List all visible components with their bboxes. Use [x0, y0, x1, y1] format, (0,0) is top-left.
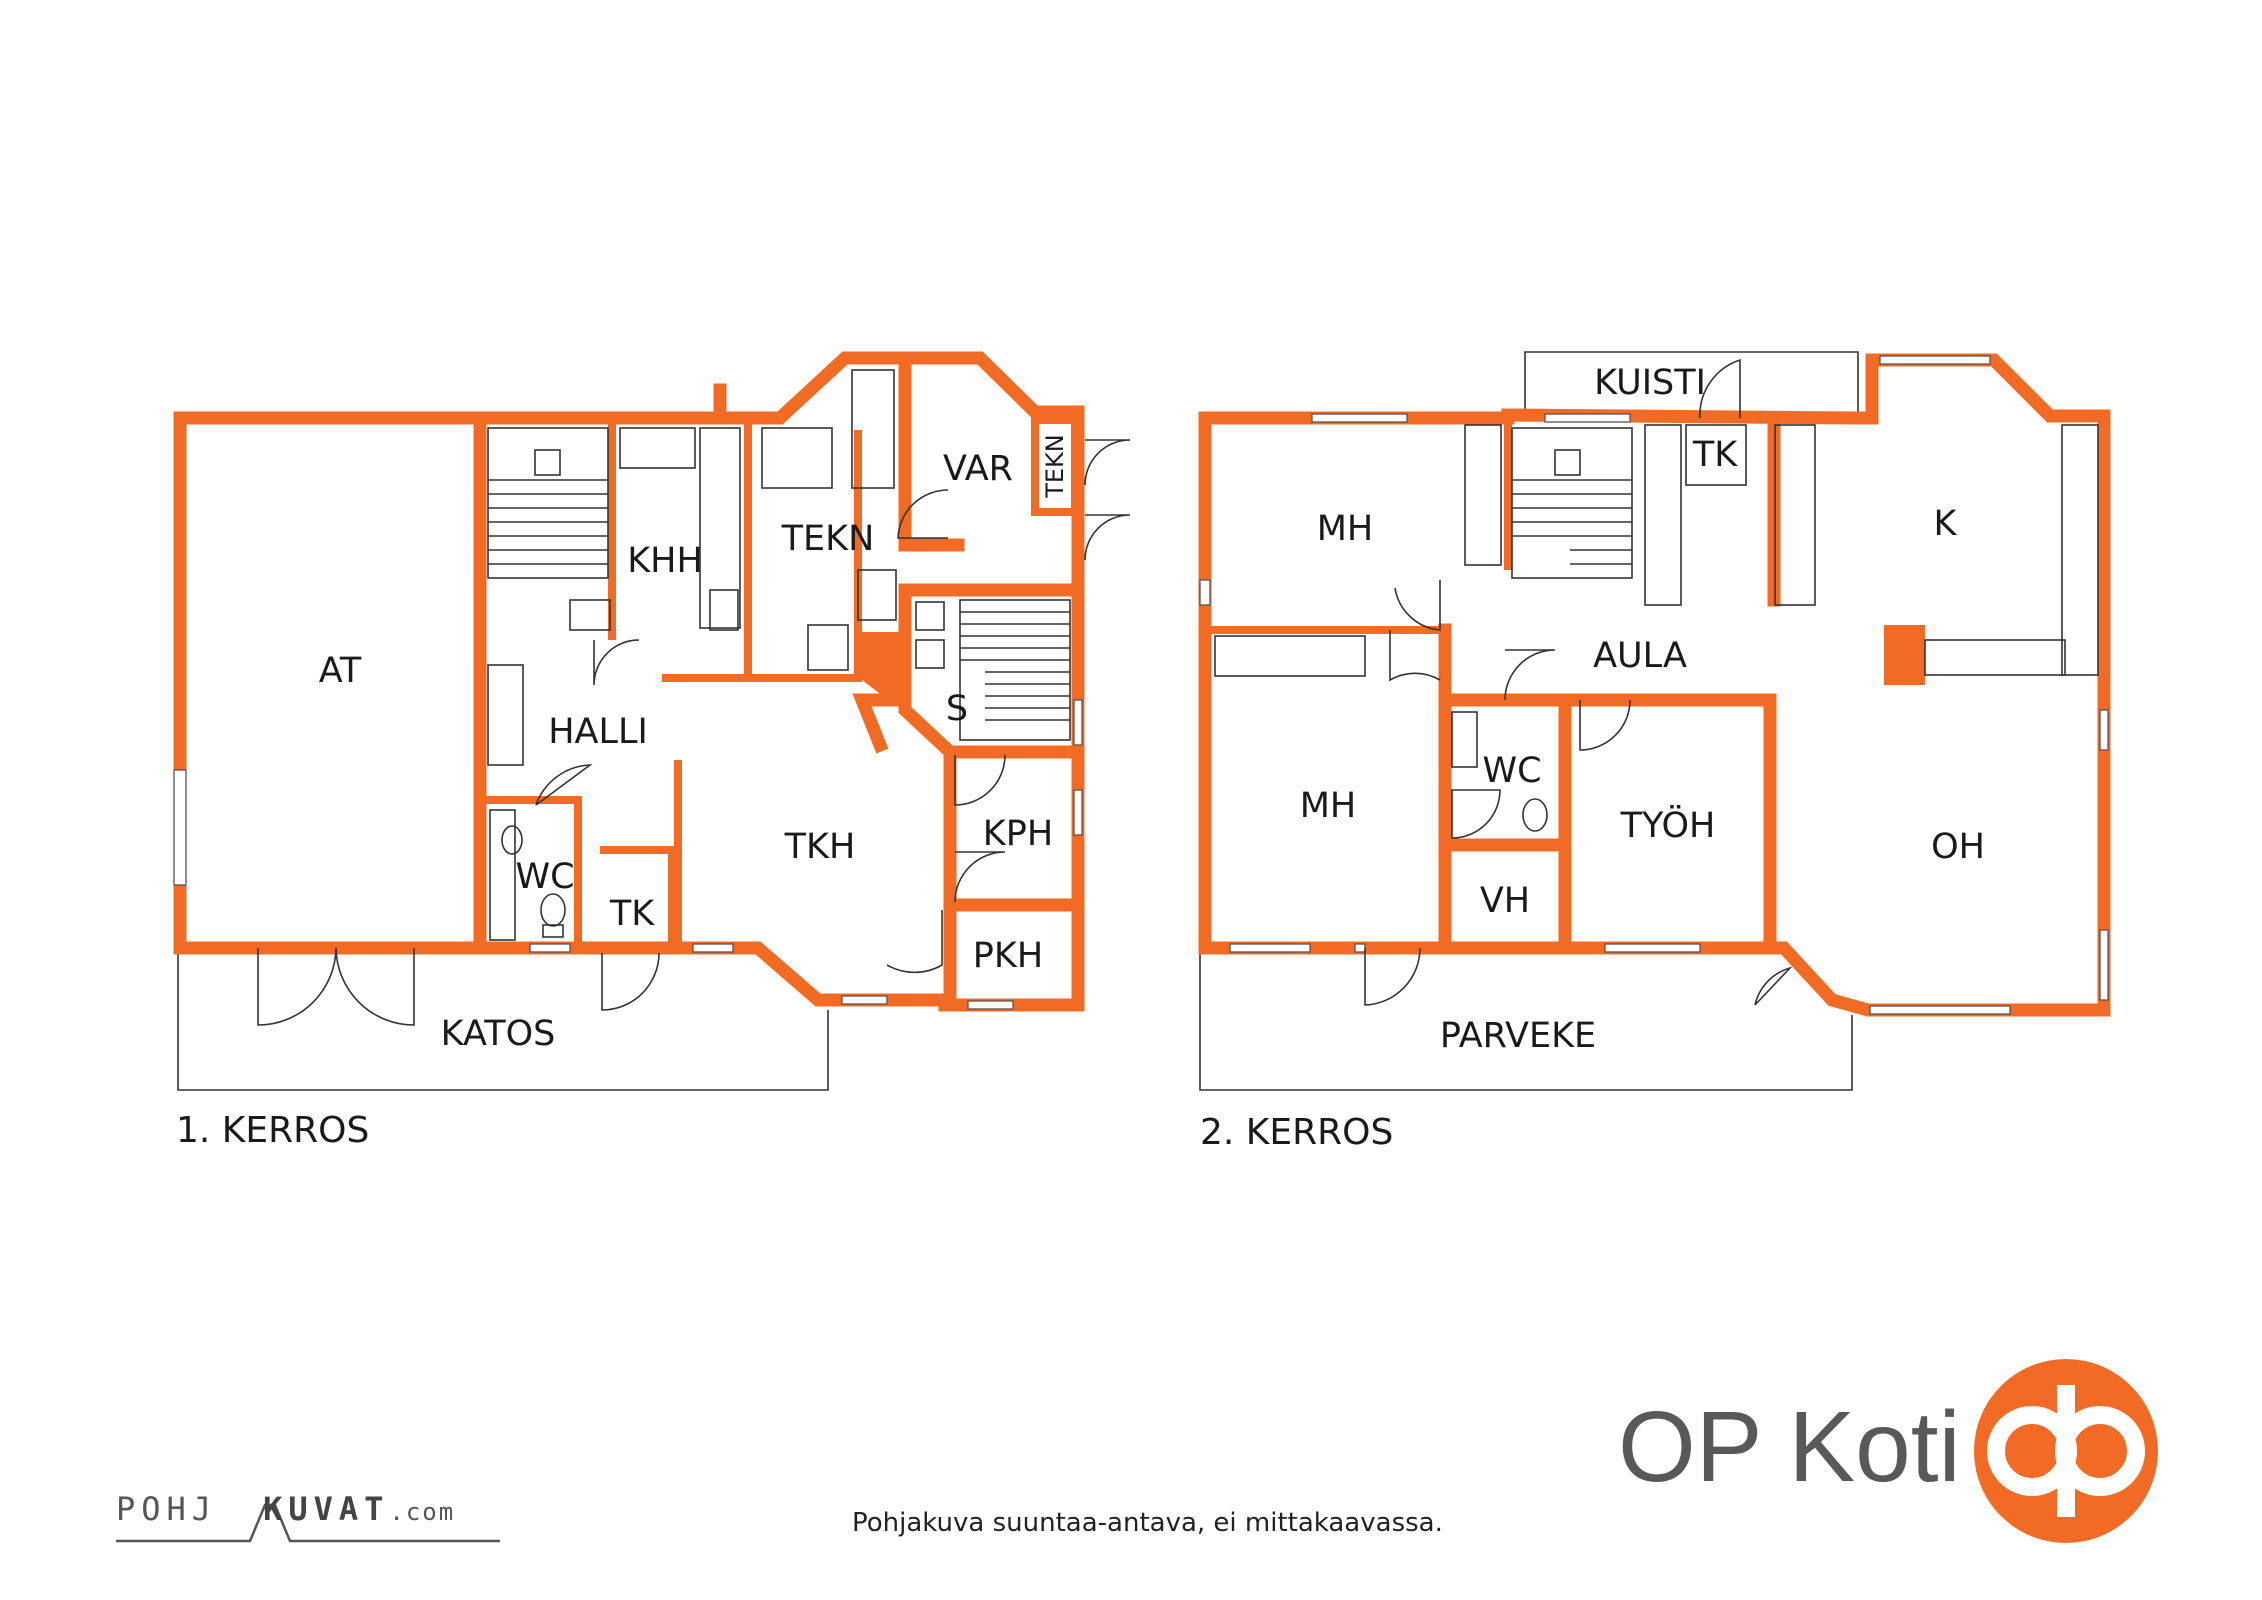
room-label-tk-2: TK	[1692, 435, 1738, 475]
wall-wc	[480, 796, 582, 948]
room-label-oh: OH	[1931, 827, 1985, 867]
room-label-k: K	[1934, 504, 1958, 544]
room-label-khh: KHH	[627, 541, 703, 581]
room-label-var: VAR	[943, 449, 1013, 489]
room-label-s: S	[946, 689, 968, 729]
room-label-wc-1: WC	[515, 857, 574, 897]
staircase-sauna	[959, 599, 1071, 741]
fireplace-2	[1884, 625, 1925, 685]
floor-2-title: 2. KERROS	[1200, 1112, 1393, 1153]
pohjakuvat-logo-icon	[116, 1503, 500, 1543]
room-label-halli: HALLI	[548, 712, 648, 752]
tekn-closet	[1031, 416, 1079, 516]
room-label-tekn-closet: TEKN	[1041, 434, 1069, 499]
pohjakuvat-logo-right: KUVAT	[263, 1490, 390, 1528]
room-label-kuisti: KUISTI	[1594, 363, 1706, 403]
op-koti-brand-name: OP Koti	[1618, 1391, 1961, 1503]
room-label-mh-2: MH	[1300, 786, 1357, 826]
floor-1-plan: AT HALLI KHH TEKN VAR TEKN S TKH KPH PKH…	[173, 351, 1131, 1151]
room-label-kph: KPH	[983, 814, 1053, 854]
wall-tyoh	[1558, 693, 1777, 955]
pohjakuvat-logo-left: POHJ	[116, 1490, 218, 1528]
windows-floor1	[173, 699, 1083, 1010]
parveke-outline	[1199, 948, 1853, 1091]
room-label-tk-1: TK	[609, 894, 655, 934]
floor-2-plan: KUISTI TK MH K AULA WC MH TYÖH OH VH PAR…	[1198, 351, 2111, 1153]
floor1-outer-wall	[173, 351, 1085, 1012]
room-label-tyoh: TYÖH	[1620, 804, 1716, 846]
room-label-aula: AULA	[1593, 636, 1687, 676]
wall-tk	[600, 846, 676, 948]
fireplace	[862, 632, 905, 700]
wall-var	[898, 351, 965, 552]
room-label-tkh: TKH	[784, 827, 856, 867]
kuisti-outline	[1524, 351, 1859, 418]
room-label-pkh: PKH	[973, 936, 1043, 976]
room-label-mh-1: MH	[1317, 509, 1374, 549]
room-label-wc-2: WC	[1482, 751, 1541, 791]
fixtures-floor1	[487, 369, 945, 941]
fixtures-floor2	[1214, 424, 2099, 839]
pohjakuvat-logo-tld: .com	[389, 1498, 456, 1526]
room-label-vh: VH	[1480, 881, 1530, 921]
room-label-tekn: TEKN	[781, 519, 875, 559]
floor2-outer-wall	[1198, 353, 2111, 1017]
doors-floor2	[1364, 358, 1793, 1006]
wall-tekn	[748, 430, 862, 682]
room-label-at: AT	[319, 651, 362, 691]
pohjakuvat-logo: POHJ KUVAT.com	[116, 1490, 455, 1528]
room-label-parveke: PARVEKE	[1440, 1016, 1596, 1056]
floor-1-title: 1. KERROS	[176, 1110, 369, 1151]
katos-outline	[177, 948, 829, 1091]
op-logo-icon	[1974, 1359, 2158, 1543]
room-label-katos: KATOS	[441, 1014, 556, 1054]
windows-floor2	[1199, 355, 2109, 1015]
staircase-1	[487, 427, 611, 631]
staircase-2	[1511, 427, 1633, 579]
doors-floor1	[257, 439, 1131, 1026]
wall-s	[898, 583, 1085, 759]
footer-disclaimer: Pohjakuva suuntaa-antava, ei mittakaavas…	[852, 1508, 1443, 1538]
